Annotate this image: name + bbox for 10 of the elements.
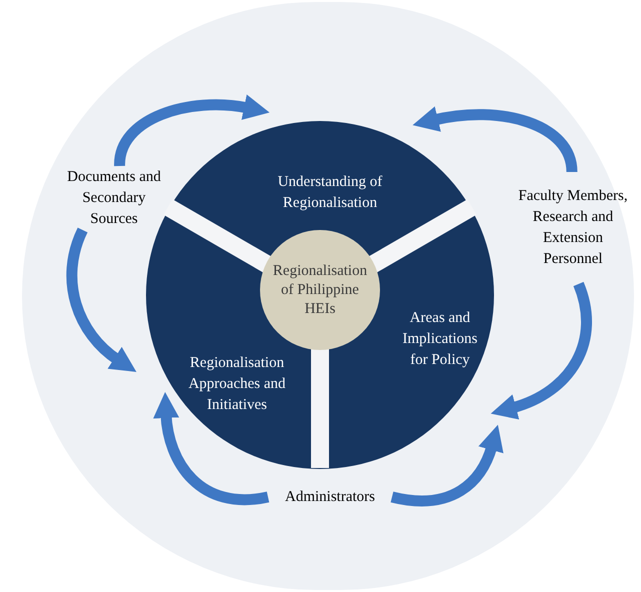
sector-label: Regionalisation Approaches and Initiatives [172, 350, 302, 418]
source-label: Faculty Members, Research and Extension Personnel [518, 172, 628, 284]
sector-label: Understanding of Regionalisation [250, 170, 410, 216]
curved-arrow [153, 392, 269, 505]
curved-arrow [66, 228, 136, 374]
source-label: Administrators [268, 486, 392, 508]
source-label: Documents and Secondary Sources [58, 166, 170, 230]
curved-arrow [491, 282, 592, 420]
sector-label: Areas and Implications for Policy [392, 305, 488, 373]
curved-arrow [390, 425, 504, 506]
